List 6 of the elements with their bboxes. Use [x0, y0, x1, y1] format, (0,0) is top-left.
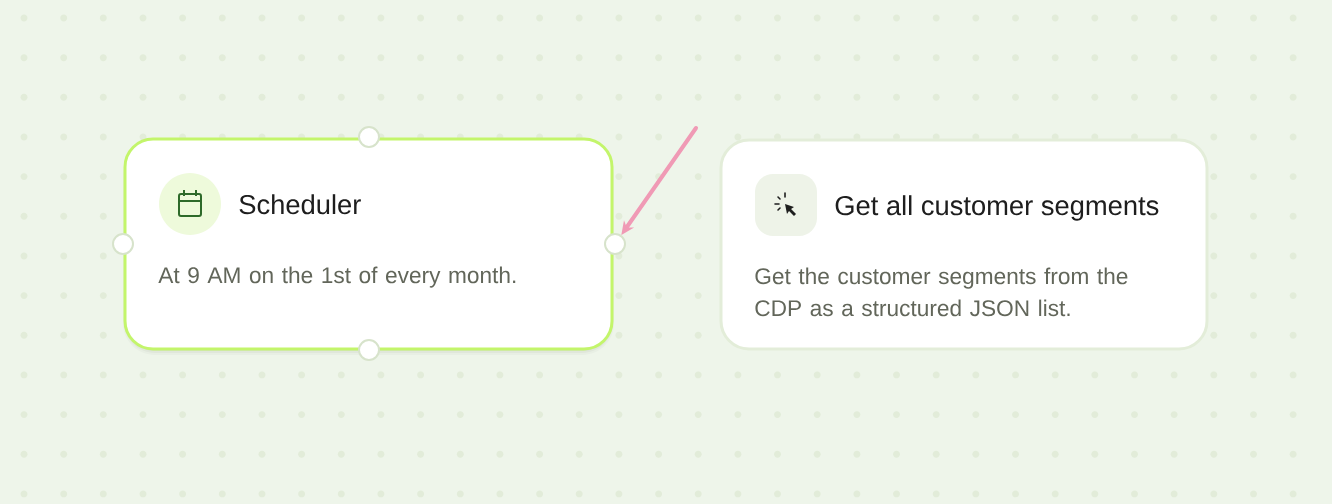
node-card [123, 137, 614, 355]
card-description: Get the customer segments from the CDP as a structured JSON list. [755, 267, 1128, 317]
card-description: At 9 AM on the 1st of every month. [158, 266, 516, 288]
card-title: Scheduler [239, 194, 361, 215]
card-title: Get all customer segments [835, 195, 1159, 221]
node-card [719, 138, 1209, 351]
